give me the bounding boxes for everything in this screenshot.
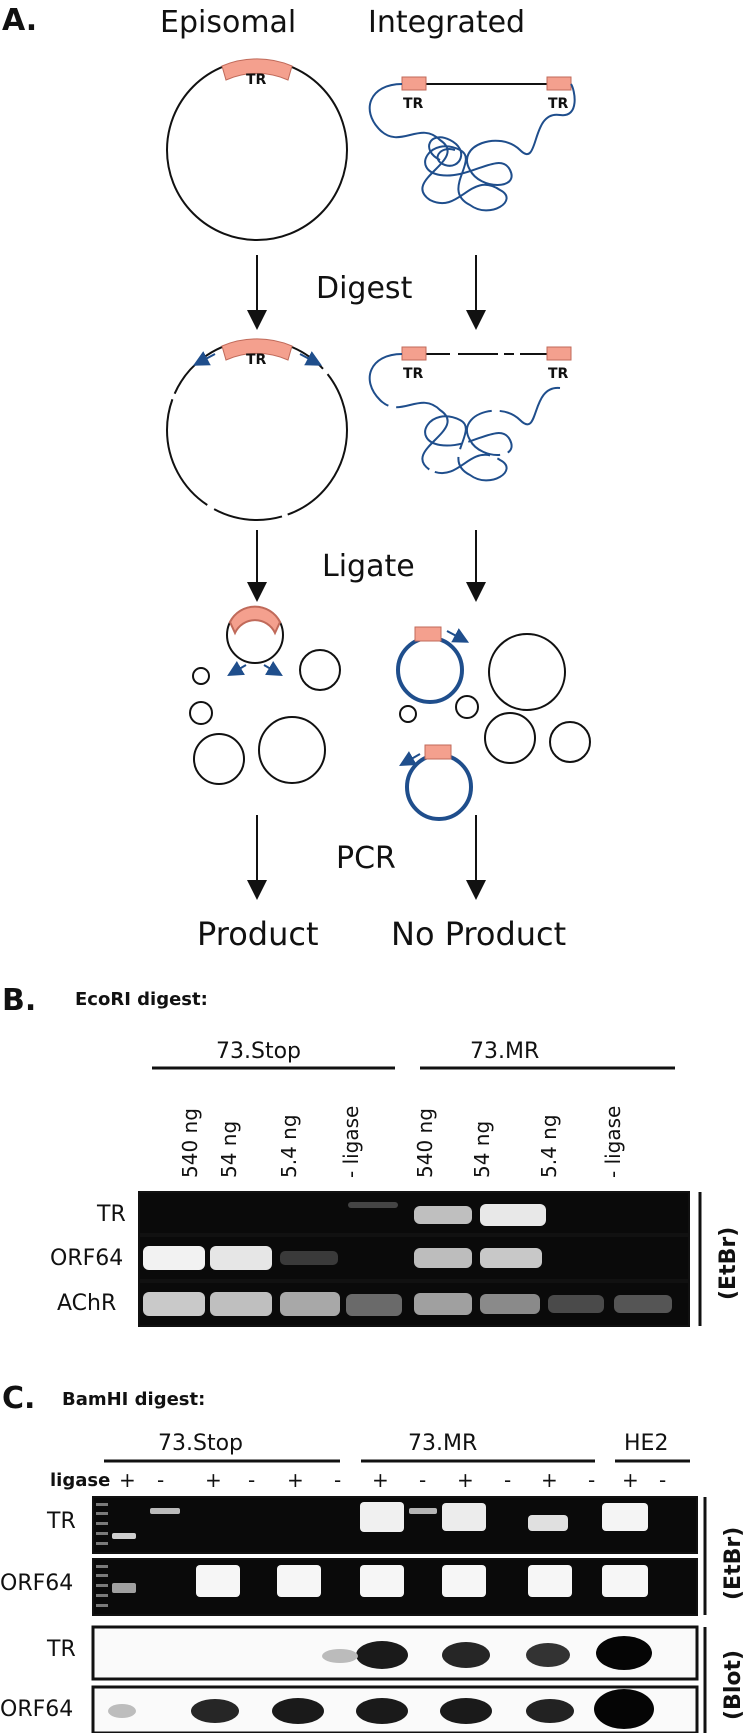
ligated-circles-left xyxy=(189,605,341,785)
tr-label-left: TR xyxy=(403,96,424,112)
lane-label: 540 ng xyxy=(413,1108,437,1178)
ligase-sign: + xyxy=(372,1468,389,1492)
row-label-tr: TR xyxy=(96,1202,126,1227)
lane-label: 5.4 ng xyxy=(537,1114,561,1178)
row-label-tr: TR xyxy=(46,1509,76,1534)
ligase-sign: + xyxy=(457,1468,474,1492)
lane-label: 5.4 ng xyxy=(277,1114,301,1178)
integrated-title: Integrated xyxy=(368,5,525,40)
tr-label-right: TR xyxy=(548,96,569,112)
ligase-sign: - xyxy=(334,1468,341,1492)
ligated-circles-right xyxy=(396,626,591,821)
integrated-dna: TR TR xyxy=(368,76,576,212)
ligase-sign: - xyxy=(659,1468,666,1492)
ligase-signs: + - + - + - + - + - + - + - xyxy=(119,1468,666,1492)
digest-label: Digest xyxy=(316,271,413,306)
lane-label: - ligase xyxy=(601,1106,625,1178)
group-he2: HE2 xyxy=(624,1431,668,1456)
product-label: Product xyxy=(197,915,319,953)
episomal-title: Episomal xyxy=(160,5,296,40)
panel-b-label: B. xyxy=(2,983,36,1018)
digested-episome: TR xyxy=(166,338,348,521)
ligase-sign: + xyxy=(119,1468,136,1492)
episomal-circle: TR xyxy=(166,58,348,241)
tr-label: TR xyxy=(246,352,267,368)
row-label-achr: AChR xyxy=(57,1291,116,1316)
ligase-sign: + xyxy=(287,1468,304,1492)
stain-label-etbr: (EtBr) xyxy=(721,1527,746,1600)
row-label-orf64: ORF64 xyxy=(50,1246,123,1271)
lane-label: 54 ng xyxy=(217,1121,241,1178)
ligase-sign: - xyxy=(248,1468,255,1492)
tr-label-right: TR xyxy=(548,366,569,382)
row-label-orf64: ORF64 xyxy=(0,1571,73,1596)
ligase-sign: - xyxy=(504,1468,511,1492)
lane-label: 540 ng xyxy=(178,1108,202,1178)
tr-label: TR xyxy=(246,72,267,88)
group-73stop: 73.Stop xyxy=(158,1431,243,1456)
stain-label-etbr: (EtBr) xyxy=(716,1227,741,1300)
tr-label-left: TR xyxy=(403,366,424,382)
ligase-sign: - xyxy=(588,1468,595,1492)
stain-label-blot: (Blot) xyxy=(721,1650,746,1720)
gel-b xyxy=(138,1191,690,1327)
panel-c-label: C. xyxy=(2,1381,35,1416)
row-label-orf64-blot: ORF64 xyxy=(0,1697,73,1722)
ecori-title: EcoRI digest: xyxy=(75,989,208,1010)
digested-integrated: TR TR xyxy=(368,346,572,482)
lane-label: - ligase xyxy=(339,1106,363,1178)
ligase-sign: - xyxy=(157,1468,164,1492)
gel-c-etbr xyxy=(92,1496,698,1616)
lane-label: 54 ng xyxy=(470,1121,494,1178)
ligase-sign: + xyxy=(205,1468,222,1492)
ligate-label: Ligate xyxy=(322,549,415,584)
group-73mr: 73.MR xyxy=(470,1039,539,1064)
ligase-sign: - xyxy=(419,1468,426,1492)
ligase-sign: + xyxy=(541,1468,558,1492)
panel-a-label: A. xyxy=(2,3,37,38)
lane-labels-b: 540 ng 54 ng 5.4 ng - ligase 540 ng 54 n… xyxy=(178,1106,625,1178)
no-product-label: No Product xyxy=(391,915,566,953)
blot-c xyxy=(91,1625,699,1733)
ligase-label: ligase xyxy=(50,1470,110,1491)
group-73stop: 73.Stop xyxy=(216,1039,301,1064)
bamhi-title: BamHI digest: xyxy=(62,1389,205,1410)
row-label-tr-blot: TR xyxy=(46,1637,76,1662)
pcr-label: PCR xyxy=(336,841,396,876)
group-73mr: 73.MR xyxy=(408,1431,477,1456)
ligase-sign: + xyxy=(622,1468,639,1492)
